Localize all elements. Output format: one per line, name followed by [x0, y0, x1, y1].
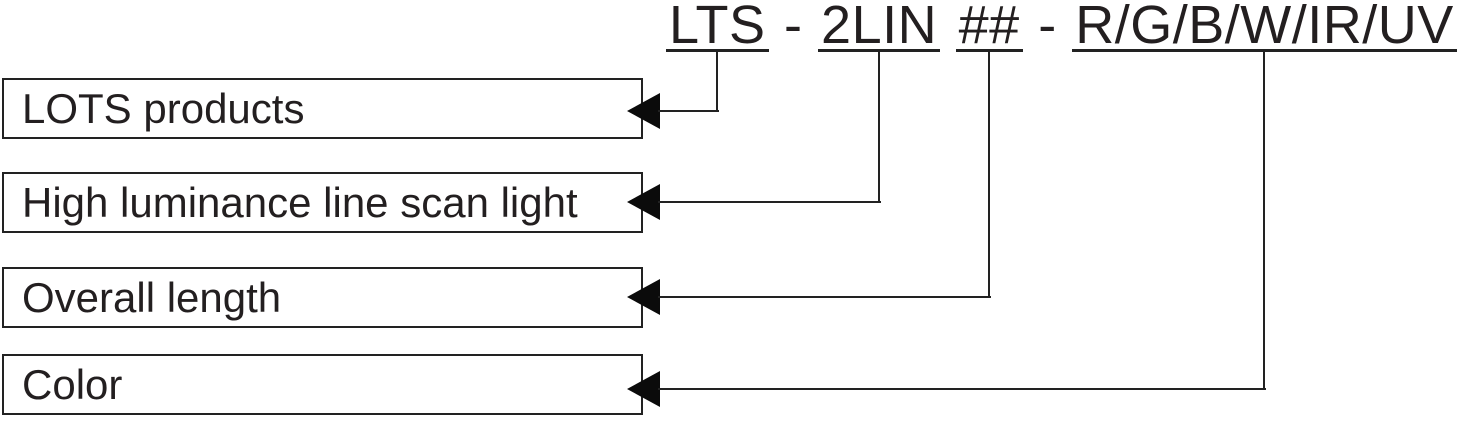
label-box-: Overall length — [2, 267, 643, 328]
label-box-lts: LOTS products — [2, 78, 643, 139]
label-box-r-g-b-w-ir-uv: Color — [2, 354, 643, 415]
code-segment: ## — [955, 0, 1023, 52]
connector-hline — [658, 110, 719, 112]
connector-vline — [988, 52, 990, 297]
label-text: High luminance line scan light — [22, 178, 578, 226]
label-box-2lin: High luminance line scan light — [2, 172, 643, 233]
connector-hline — [658, 388, 1266, 390]
code-segment: - — [768, 0, 819, 55]
arrow-left-icon — [627, 184, 660, 220]
label-text: Overall length — [22, 273, 282, 321]
connector-vline — [716, 52, 718, 111]
code-segment — [940, 0, 956, 49]
connector-hline — [658, 201, 881, 203]
label-text: Color — [22, 360, 123, 408]
connector-vline — [878, 52, 880, 202]
code-segment: - — [1022, 0, 1073, 55]
connector-vline — [1263, 52, 1265, 389]
code-segment: 2LIN — [818, 0, 941, 52]
arrow-left-icon — [627, 371, 660, 407]
code-segment: R/G/B/W/IR/UV — [1072, 0, 1457, 52]
arrow-left-icon — [627, 93, 660, 129]
label-text: LOTS products — [22, 84, 305, 132]
code-segment: LTS — [666, 0, 769, 52]
connector-hline — [658, 296, 991, 298]
product-code: LTS - 2LIN ## - R/G/B/W/IR/UV — [666, 0, 1457, 52]
arrow-left-icon — [627, 279, 660, 315]
